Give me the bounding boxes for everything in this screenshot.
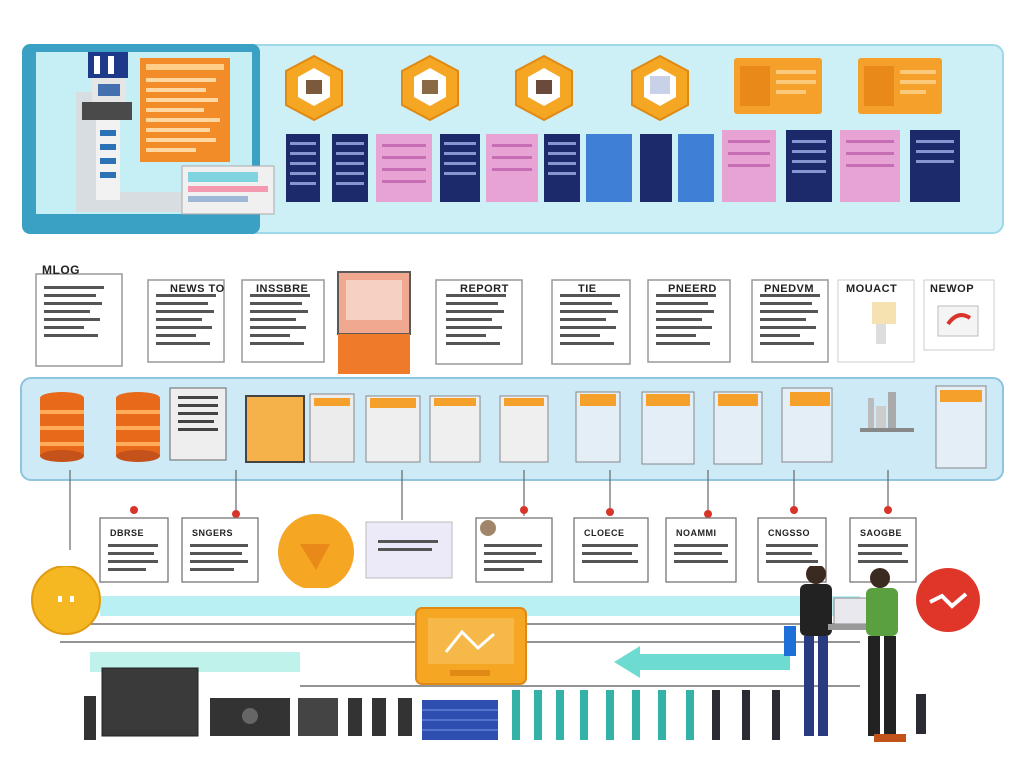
printer-machine-icon <box>337 271 411 374</box>
note-label: INSSBRE <box>256 283 308 295</box>
note-card <box>837 279 915 363</box>
hexagon-icon <box>285 54 343 122</box>
control-console-illustration <box>36 52 286 222</box>
note-card <box>923 279 995 351</box>
note-label: NEWOP <box>930 283 974 295</box>
document-icon <box>641 391 695 465</box>
note-label: PNEERD <box>668 283 717 295</box>
note-label: MOUACT <box>846 283 897 295</box>
note-card-row: MLOG NEWS TO INSSBRE REPORT TIE PNEERD P… <box>20 262 1020 377</box>
database-icon <box>116 392 160 462</box>
note-card <box>647 279 731 363</box>
note-card <box>241 279 325 363</box>
folder-icon <box>734 58 822 114</box>
document-icon <box>245 395 305 463</box>
document-icon <box>499 395 549 463</box>
note-label: PNEDVM <box>764 283 814 295</box>
middle-band <box>20 376 1004 484</box>
bottom-card-label: DBRSE <box>110 528 144 538</box>
hexagon-icon-row <box>284 54 724 124</box>
bottom-card-label: CLOECE <box>584 528 625 538</box>
database-icon <box>40 392 84 462</box>
person-illustration <box>784 566 832 736</box>
bottom-card-label: NOAMMI <box>676 528 717 538</box>
document-icon <box>713 391 763 465</box>
document-icon <box>429 395 481 463</box>
document-icon <box>575 391 621 463</box>
person-illustration <box>866 568 906 742</box>
connector-lines <box>0 470 1024 560</box>
server-screen-row <box>286 130 966 204</box>
bottom-infrastructure <box>0 566 1024 766</box>
chat-bubble-icon <box>31 566 101 635</box>
document-icon <box>781 387 833 463</box>
folder-icon <box>858 58 942 114</box>
folder-icon-row <box>732 56 944 120</box>
document-icon <box>365 395 421 463</box>
building-icon <box>860 392 914 432</box>
note-card <box>147 279 225 363</box>
note-label: MLOG <box>42 263 80 277</box>
document-icon <box>935 385 987 469</box>
hexagon-icon <box>401 54 459 122</box>
bottom-card-label: CNGSSO <box>768 528 810 538</box>
document-icon <box>309 393 355 463</box>
hexagon-icon <box>515 54 573 122</box>
note-card <box>551 279 631 365</box>
note-card <box>35 273 123 367</box>
note-card <box>435 279 523 365</box>
note-label: NEWS TO <box>170 283 225 295</box>
note-label: TIE <box>578 283 597 295</box>
arrow-badge-icon <box>278 514 354 588</box>
document-icon <box>169 387 227 461</box>
note-label: REPORT <box>460 283 509 295</box>
info-card <box>365 521 453 579</box>
hexagon-icon <box>631 54 689 122</box>
bottom-card-label: SAOGBE <box>860 528 902 538</box>
bottom-card-label: SNGERS <box>192 528 233 538</box>
alert-gauge-icon <box>916 568 980 632</box>
note-card <box>751 279 829 363</box>
monitor-chart-icon <box>415 607 527 685</box>
bottom-card-row: DBRSE SNGERS CLOECE NOAMMI CNGSSO SAOGBE <box>90 514 930 588</box>
